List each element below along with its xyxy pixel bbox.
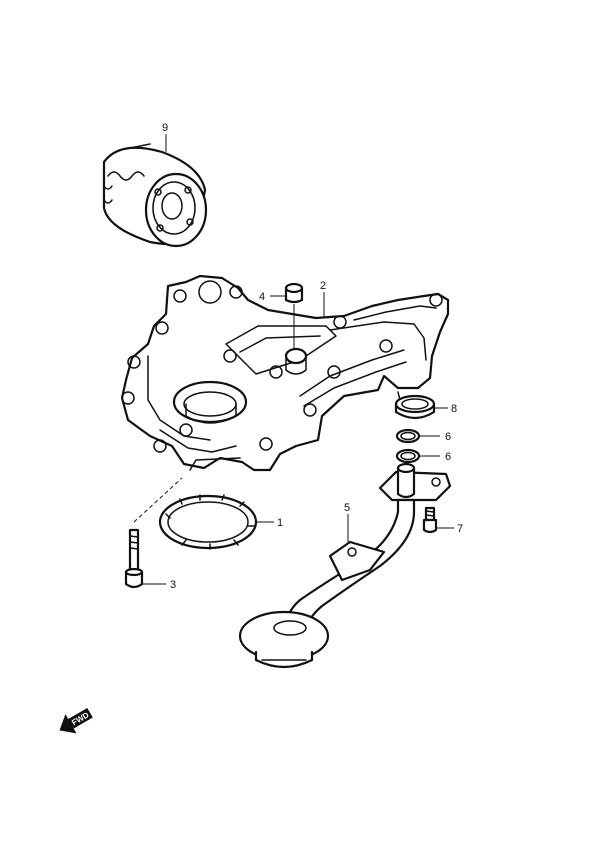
bolt-axis-line [133,477,183,523]
pump-gasket [158,494,258,550]
callout-6b: 6 [445,451,451,463]
strainer-bolt [422,506,438,534]
dowel-pin [284,282,304,304]
callout-4: 4 [259,291,265,303]
callout-5: 5 [344,502,350,514]
callout-3: 3 [170,579,176,591]
callout-6a: 6 [445,431,451,443]
oil-seal [394,394,436,420]
oil-pump-body [120,274,450,472]
callout-7: 7 [457,523,463,535]
callout-1: 1 [277,517,283,529]
pump-bolt [124,528,144,589]
callout-2: 2 [320,280,326,292]
callout-9: 9 [162,122,168,134]
arrow-icon: FWD [59,707,93,734]
oil-strainer [238,462,452,669]
oil-filter [102,143,208,248]
o-ring-lower [395,448,421,464]
o-ring-upper [395,428,421,444]
callout-8: 8 [451,403,457,415]
